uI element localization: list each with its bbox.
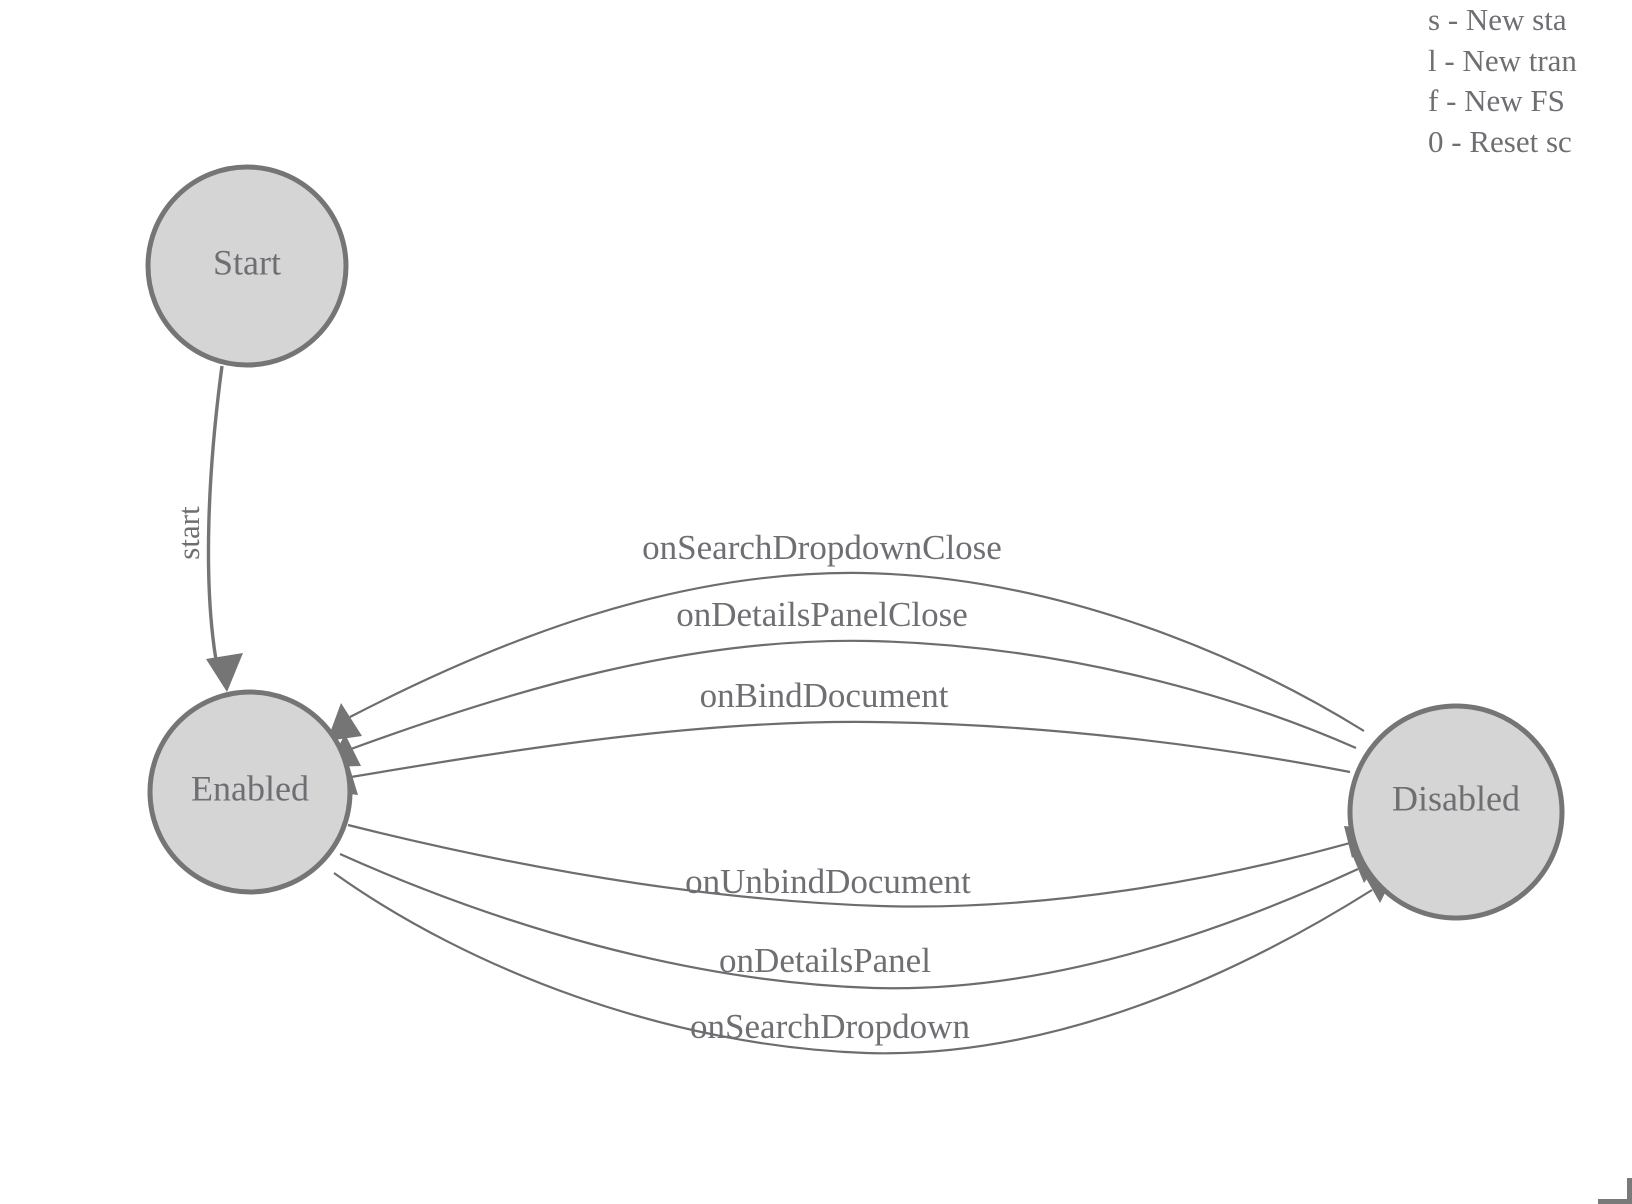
node-enabled[interactable]: Enabled — [147, 689, 353, 895]
node-start-label: Start — [213, 242, 281, 282]
legend-line-new-fsm: f - New FS — [1428, 83, 1565, 119]
legend-line-reset: 0 - Reset sc — [1428, 123, 1572, 159]
edge-label-start: start — [171, 506, 206, 560]
arrow-head-icon — [327, 703, 362, 741]
shortcut-legend: s - New sta l - New tran f - New FS 0 - … — [1428, 0, 1632, 162]
node-start[interactable]: Start — [145, 164, 349, 368]
edge-disabled-to-enabled-onbinddocument[interactable] — [325, 720, 1351, 795]
edge-path — [333, 872, 1373, 1055]
edge-path — [206, 365, 224, 661]
edge-start-to-enabled[interactable] — [206, 365, 243, 692]
edge-disabled-to-enabled-onsearchdropdownclose[interactable] — [327, 571, 1365, 741]
edge-label-ondetailspanel: onDetailsPanel — [719, 941, 931, 980]
edge-label-onunbinddocument: onUnbindDocument — [685, 862, 971, 901]
node-start-circle — [145, 164, 349, 368]
legend-line-new-transition: l - New tran — [1428, 42, 1577, 78]
edge-label-onsearchdropdownclose: onSearchDropdownClose — [642, 528, 1002, 567]
node-disabled[interactable]: Disabled — [1347, 703, 1565, 921]
edge-path — [347, 823, 1351, 908]
edge-path — [339, 852, 1359, 990]
edge-path — [349, 571, 1365, 732]
edge-path — [350, 639, 1357, 751]
legend-line-new-state: s - New sta — [1428, 2, 1567, 37]
edge-label-onbinddocument: onBindDocument — [700, 676, 949, 715]
corner-vertical-rule — [1627, 1178, 1632, 1204]
node-enabled-circle — [147, 689, 353, 895]
corner-horizontal-rule — [1598, 1199, 1632, 1204]
edge-label-onsearchdropdown: onSearchDropdown — [690, 1007, 970, 1046]
panel-corner-mark — [1598, 1178, 1632, 1204]
node-enabled-label: Enabled — [191, 768, 309, 808]
node-disabled-circle — [1347, 703, 1565, 921]
edge-path — [350, 720, 1351, 779]
edge-label-ondetailspanelclose: onDetailsPanelClose — [676, 595, 968, 634]
arrow-head-icon — [206, 653, 243, 692]
node-disabled-label: Disabled — [1392, 778, 1520, 818]
